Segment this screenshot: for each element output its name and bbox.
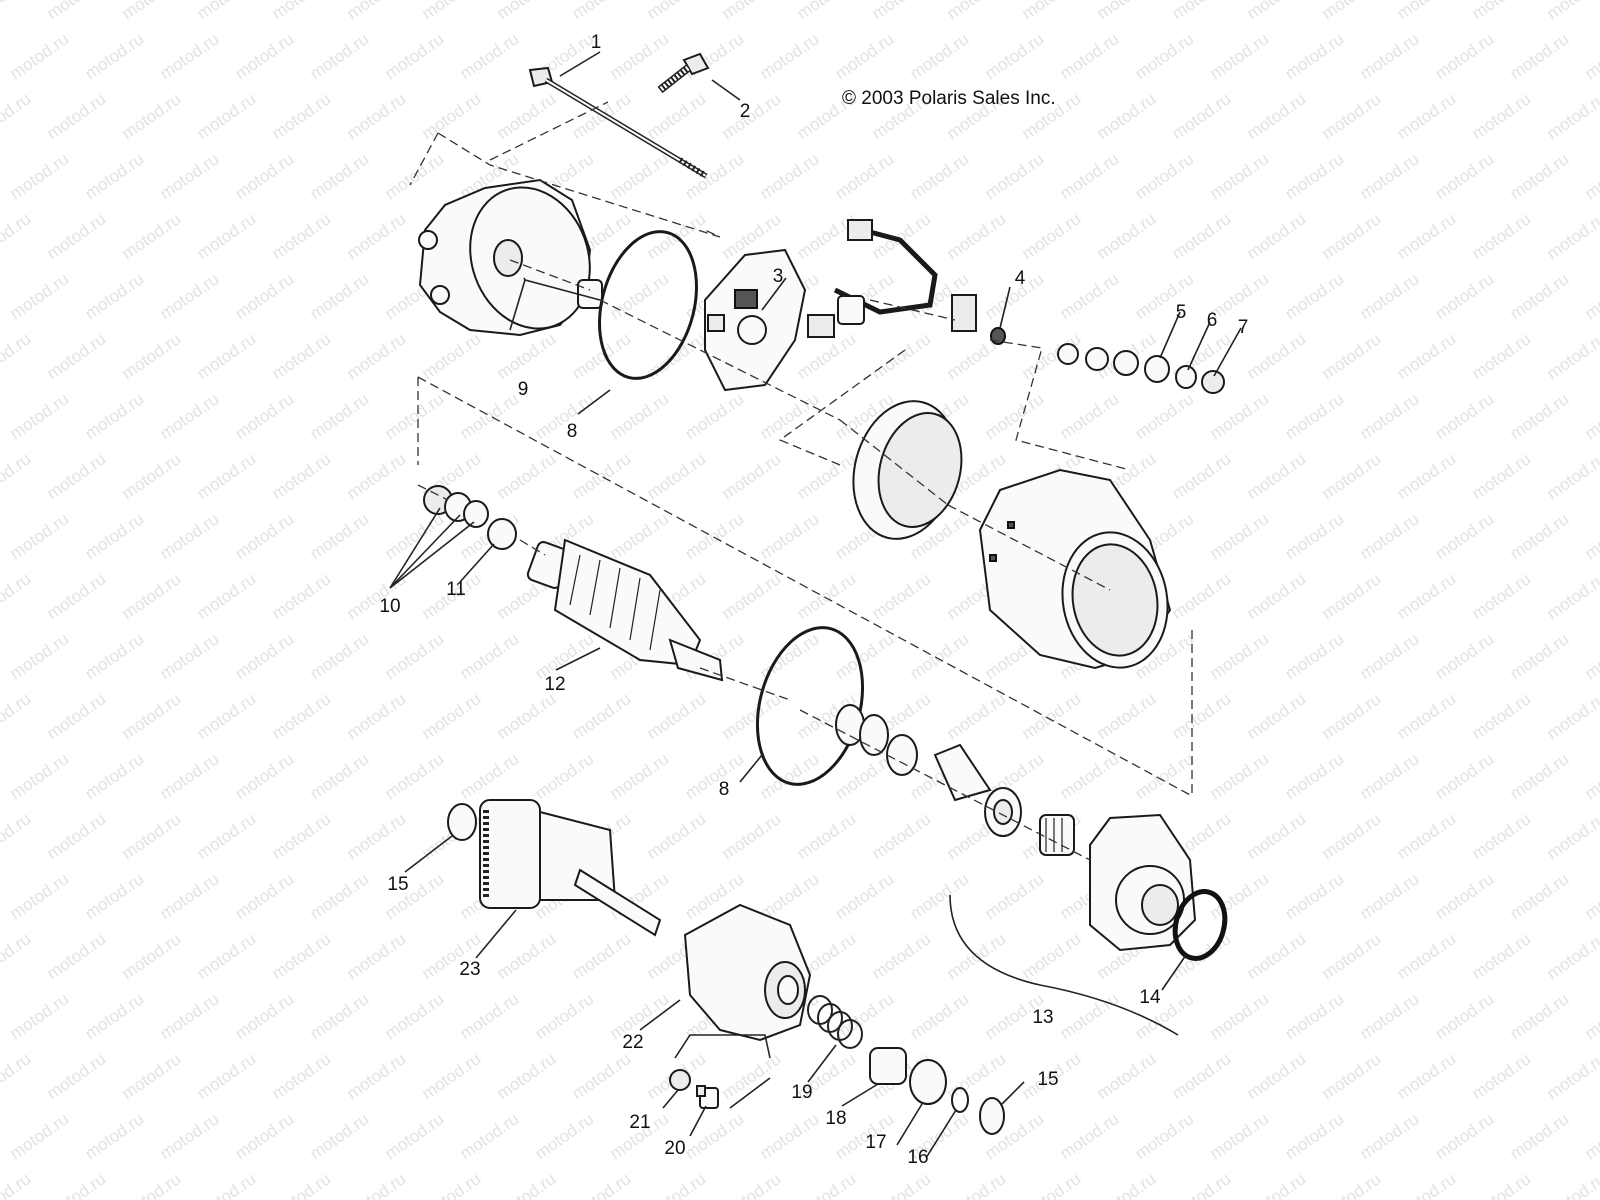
part-overrunning-clutch xyxy=(683,903,812,1042)
callout-5: 5 xyxy=(1176,302,1187,323)
part-washer-stack xyxy=(1057,343,1225,394)
part-armature xyxy=(526,538,724,682)
callout-21: 21 xyxy=(629,1112,650,1133)
part-through-bolt xyxy=(528,66,708,179)
callout-2: 2 xyxy=(740,101,751,122)
part-small-ring xyxy=(990,327,1006,345)
part-front-cover xyxy=(1089,813,1197,952)
part-front-bearing xyxy=(909,1059,947,1105)
copyright-notice: © 2003 Polaris Sales Inc. xyxy=(842,88,1056,109)
part-front-o-ring xyxy=(1172,889,1228,961)
callout-22: 22 xyxy=(622,1032,643,1053)
callout-11: 11 xyxy=(446,579,466,600)
part-shaft-washer-left xyxy=(447,803,477,841)
callout-labels: 1 2 3 4 5 6 7 8 9 10 11 12 8 15 23 22 21… xyxy=(379,32,1248,1168)
part-shim-set xyxy=(423,485,489,528)
part-snap-ring xyxy=(951,1087,969,1113)
callout-16: 16 xyxy=(907,1147,928,1168)
callout-15-right: 15 xyxy=(1037,1069,1058,1090)
callout-8-lower: 8 xyxy=(719,779,730,800)
part-motor-yoke xyxy=(978,468,1172,670)
callout-12: 12 xyxy=(544,674,565,695)
callout-3: 3 xyxy=(773,266,784,287)
callout-14: 14 xyxy=(1139,987,1161,1008)
part-pin xyxy=(696,1085,719,1109)
part-shaft-washer-right xyxy=(979,1097,1005,1135)
part-pinion-shaft xyxy=(479,799,662,937)
part-o-ring-upper xyxy=(598,230,698,380)
callout-10: 10 xyxy=(379,596,400,617)
callout-8-upper: 8 xyxy=(567,421,578,442)
callout-17: 17 xyxy=(865,1132,886,1153)
callout-13: 13 xyxy=(1032,1007,1053,1028)
part-thrust-washer xyxy=(487,518,517,550)
callout-18: 18 xyxy=(825,1108,846,1129)
callout-7: 7 xyxy=(1238,317,1249,338)
part-brush-holder xyxy=(807,219,977,338)
callout-leaders xyxy=(389,51,1242,1159)
callout-6: 6 xyxy=(1207,310,1218,331)
callout-4: 4 xyxy=(1015,268,1026,289)
callout-20: 20 xyxy=(664,1138,685,1159)
part-screw xyxy=(657,52,710,94)
part-bearing-pair xyxy=(984,787,1075,856)
assembly-centerlines xyxy=(409,101,1193,861)
part-washer-row xyxy=(835,704,992,802)
callout-9: 9 xyxy=(518,379,529,400)
callout-23: 23 xyxy=(459,959,480,980)
callout-15-left: 15 xyxy=(387,874,408,895)
part-collar xyxy=(869,1047,907,1085)
callout-1: 1 xyxy=(591,32,602,53)
callout-19: 19 xyxy=(791,1082,812,1103)
part-end-housing xyxy=(418,178,603,337)
part-spring xyxy=(807,995,863,1049)
part-stop-nut xyxy=(669,1069,691,1091)
